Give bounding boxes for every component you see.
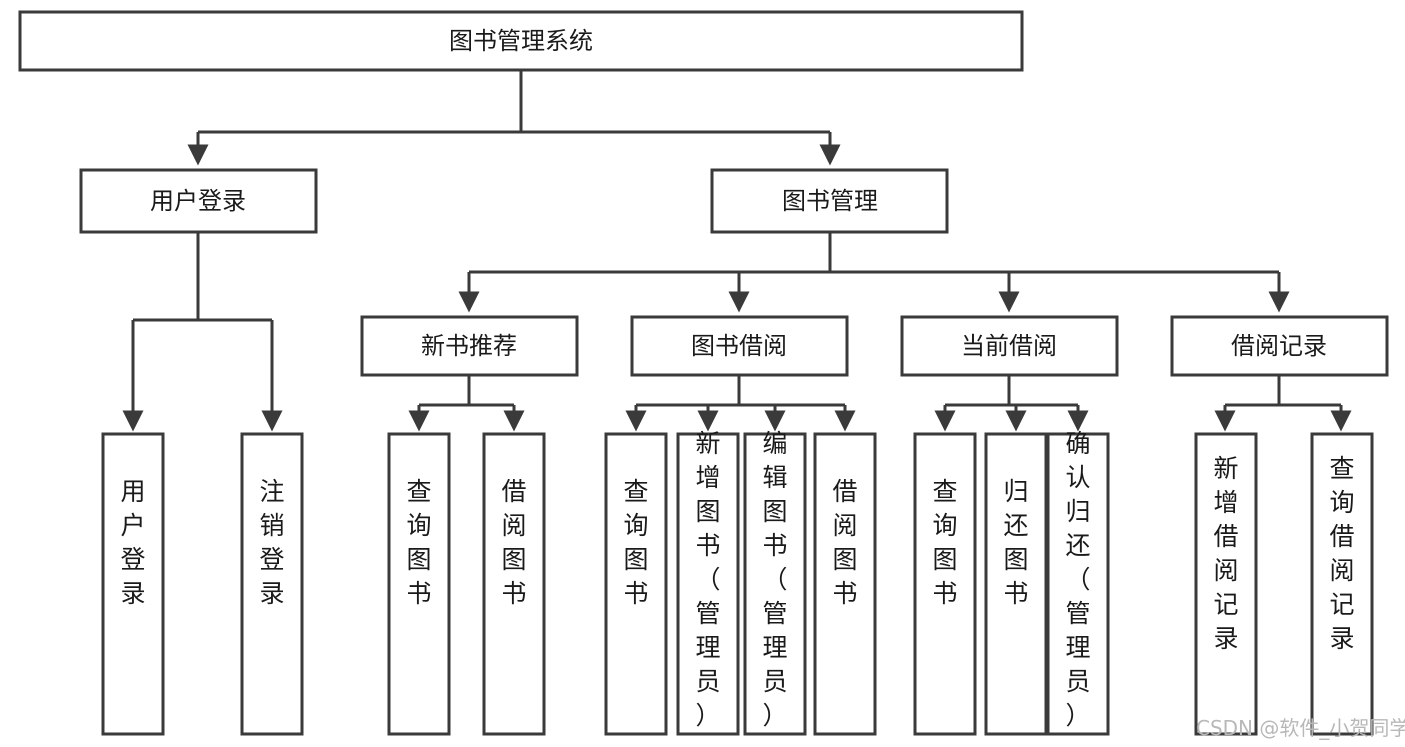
node-borrow-record-box[interactable] xyxy=(1170,315,1389,377)
leaf-current-borrow-confirm-box[interactable] xyxy=(1046,432,1110,736)
leaf-borrow-record-add-label: 新增借阅记录 xyxy=(1213,454,1238,653)
leaf-current-borrow-query-box[interactable] xyxy=(913,432,977,736)
node-root-box[interactable] xyxy=(18,10,1024,72)
node-book-management-label: 图书管理 xyxy=(782,187,878,215)
leaf-new-book-borrow-label: 借阅图书 xyxy=(501,477,526,608)
leaf-current-borrow-return[interactable]: 归还图书 xyxy=(984,432,1048,736)
node-book-borrow-label: 图书借阅 xyxy=(691,332,787,360)
node-user-login[interactable]: 用户登录 xyxy=(79,168,318,234)
leaf-current-borrow-query-label: 查询图书 xyxy=(932,477,957,608)
leaf-new-book-query[interactable]: 查询图书 xyxy=(387,432,451,736)
node-book-management-box[interactable] xyxy=(710,168,949,234)
leaf-new-book-borrow[interactable]: 借阅图书 xyxy=(482,432,546,736)
node-root[interactable]: 图书管理系统 xyxy=(18,10,1024,72)
leaf-current-borrow-return-box[interactable] xyxy=(984,432,1048,736)
leaf-book-borrow-query-label: 查询图书 xyxy=(623,477,648,608)
node-new-book-recommend-label: 新书推荐 xyxy=(421,332,517,360)
leaf-borrow-record-query-box[interactable] xyxy=(1310,432,1374,736)
leaf-current-borrow-confirm-label: 确认归还（管理员） xyxy=(1065,429,1090,730)
leaf-book-borrow-add-label: 新增图书（管理员） xyxy=(695,429,720,730)
node-borrow-record[interactable]: 借阅记录 xyxy=(1170,315,1389,377)
leaf-user-login-login[interactable]: 用户登录 xyxy=(101,432,165,736)
node-current-borrow-label: 当前借阅 xyxy=(961,332,1057,360)
node-user-login-label: 用户登录 xyxy=(150,187,246,215)
leaf-current-borrow-confirm[interactable]: 确认归还（管理员） xyxy=(1046,429,1110,736)
leaf-borrow-record-add[interactable]: 新增借阅记录 xyxy=(1194,432,1258,736)
node-current-borrow-box[interactable] xyxy=(900,315,1119,377)
node-current-borrow[interactable]: 当前借阅 xyxy=(900,315,1119,377)
leaf-borrow-record-add-box[interactable] xyxy=(1194,432,1258,736)
leaf-book-borrow-query-box[interactable] xyxy=(604,432,668,736)
leaf-new-book-query-box[interactable] xyxy=(387,432,451,736)
node-root-label: 图书管理系统 xyxy=(449,27,593,55)
leaf-user-login-login-box[interactable] xyxy=(101,432,165,736)
leaf-book-borrow-borrow-box[interactable] xyxy=(813,432,877,736)
leaf-book-borrow-borrow-label: 借阅图书 xyxy=(832,477,857,608)
leaf-current-borrow-query[interactable]: 查询图书 xyxy=(913,432,977,736)
leaf-user-login-logout-box[interactable] xyxy=(240,432,304,736)
node-borrow-record-label: 借阅记录 xyxy=(1231,332,1327,360)
leaf-book-borrow-borrow[interactable]: 借阅图书 xyxy=(813,432,877,736)
leaf-book-borrow-edit-box[interactable] xyxy=(743,432,807,736)
leaf-user-login-logout-label: 注销登录 xyxy=(259,477,284,608)
node-user-login-box[interactable] xyxy=(79,168,318,234)
leaf-new-book-query-label: 查询图书 xyxy=(406,477,431,608)
leaf-book-borrow-add[interactable]: 新增图书（管理员） xyxy=(676,429,740,736)
leaf-current-borrow-return-label: 归还图书 xyxy=(1003,477,1028,608)
leaf-user-login-login-label: 用户登录 xyxy=(120,477,145,608)
leaf-new-book-borrow-box[interactable] xyxy=(482,432,546,736)
leaf-borrow-record-query[interactable]: 查询借阅记录 xyxy=(1310,432,1374,736)
node-book-borrow[interactable]: 图书借阅 xyxy=(630,315,849,377)
node-new-book-recommend-box[interactable] xyxy=(360,315,579,377)
leaf-book-borrow-add-box[interactable] xyxy=(676,432,740,736)
leaf-book-borrow-query[interactable]: 查询图书 xyxy=(604,432,668,736)
leaf-user-login-logout[interactable]: 注销登录 xyxy=(240,432,304,736)
leaf-book-borrow-edit[interactable]: 编辑图书（管理员） xyxy=(743,429,807,736)
leaf-borrow-record-query-label: 查询借阅记录 xyxy=(1329,454,1354,653)
watermark-text: CSDN @软件_小贺同学 xyxy=(1196,716,1405,740)
node-book-management[interactable]: 图书管理 xyxy=(710,168,949,234)
node-book-borrow-box[interactable] xyxy=(630,315,849,377)
node-new-book-recommend[interactable]: 新书推荐 xyxy=(360,315,579,377)
leaf-book-borrow-edit-label: 编辑图书（管理员） xyxy=(762,429,787,730)
edges-layer xyxy=(122,70,1352,432)
